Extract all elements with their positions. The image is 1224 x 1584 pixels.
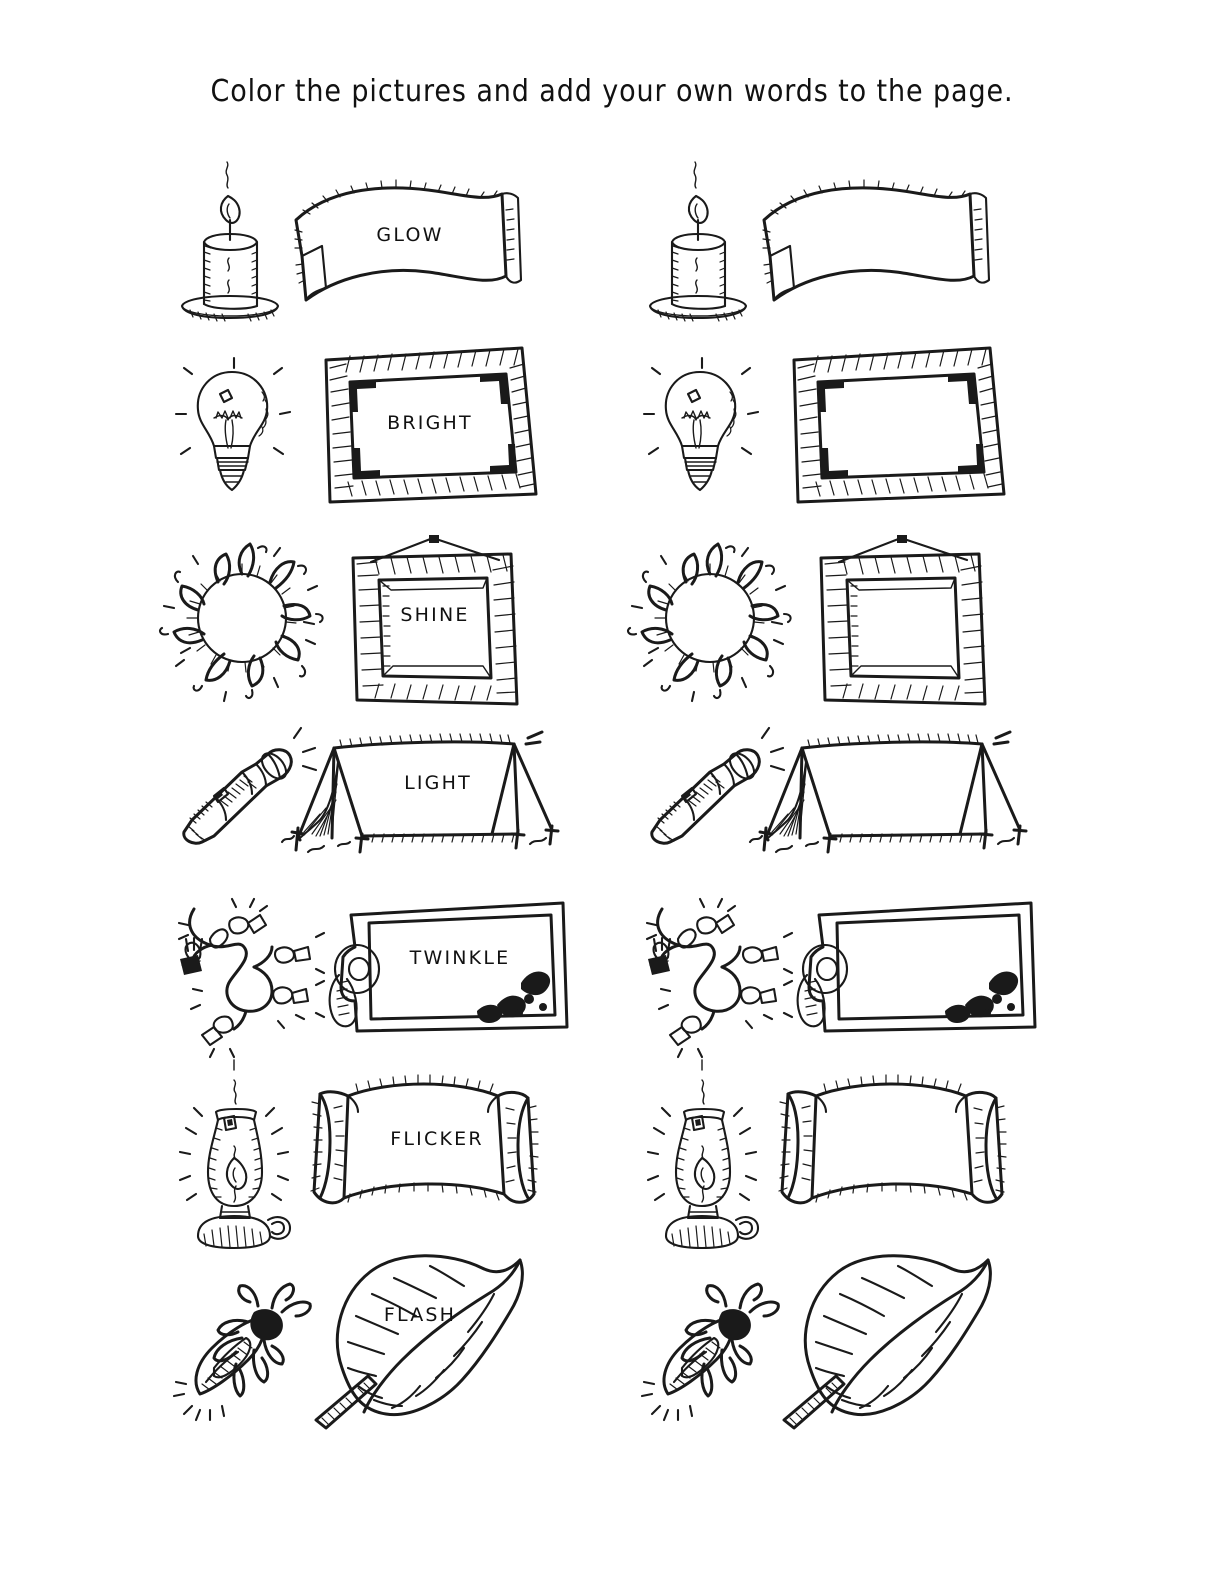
banner-wavy-shape [756,172,996,302]
worksheet-row: SHINE [0,520,1224,710]
leaf-shape [766,1250,1016,1430]
firefly-icon [170,1264,330,1424]
frame-hanging-shape [803,524,1003,709]
worksheet-row: BRIGHT [0,340,1224,520]
sun-icon [150,530,340,705]
worksheet-row: FLICKER [0,1050,1224,1250]
worksheet-grid: GLOW [0,140,1224,1440]
sun-icon [618,530,808,705]
string-lights-icon [636,895,796,1059]
gift-tag-shape [783,895,1043,1040]
frame-hanging-shape [335,524,535,709]
candle-icon [160,140,300,330]
tent-shape [746,722,1036,862]
flashlight-icon [638,720,788,850]
oil-lamp-icon [172,1054,312,1250]
lightbulb-icon [638,354,768,514]
worksheet-row: GLOW [0,140,1224,340]
worksheet-row: FLASH [0,1250,1224,1440]
scroll-shape [300,1074,545,1219]
frame-hatched-shape [320,344,544,506]
firefly-icon [638,1264,798,1424]
worksheet-row: LIGHT [0,710,1224,885]
leaf-shape [298,1250,548,1430]
banner-wavy-shape [288,172,528,302]
string-lights-icon [168,895,328,1059]
oil-lamp-icon [640,1054,780,1250]
worksheet-row: TWINKLE [0,885,1224,1059]
scroll-shape [768,1074,1013,1219]
flashlight-icon [170,720,320,850]
frame-hatched-shape [788,344,1012,506]
candle-icon [628,140,768,330]
page-title: Color the pictures and add your own word… [210,74,1014,109]
tent-shape [278,722,568,862]
gift-tag-shape [315,895,575,1040]
lightbulb-icon [170,354,300,514]
